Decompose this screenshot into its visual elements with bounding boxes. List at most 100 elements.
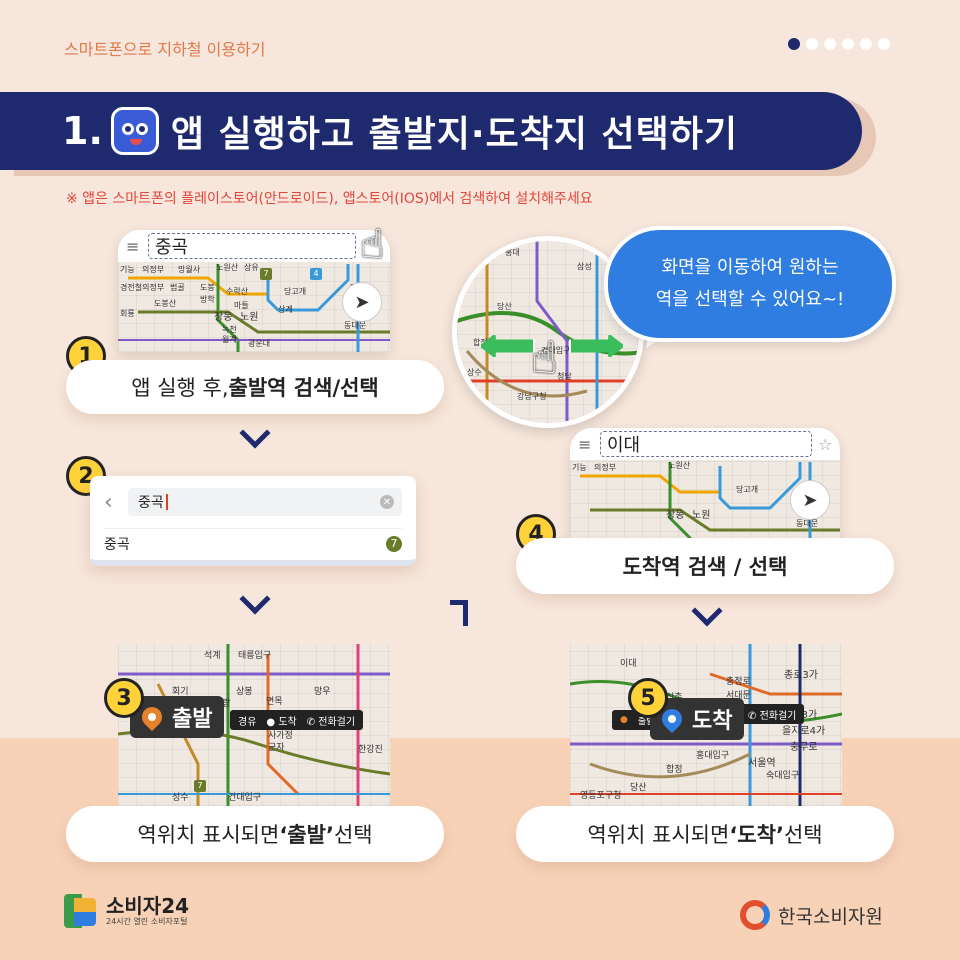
map-label: 창동 bbox=[666, 510, 685, 521]
logo-name: 한국소비자원 bbox=[778, 905, 883, 928]
map-label: 을지로4가 bbox=[782, 726, 826, 737]
station-info-bar: ✆ 전화걸기 bbox=[740, 704, 805, 724]
kca-logo: 한국소비자원 bbox=[740, 900, 883, 930]
search-input[interactable]: 중곡 ✕ bbox=[128, 488, 402, 516]
subway-lines bbox=[457, 241, 639, 423]
search-bar: ≡ 중곡 bbox=[118, 230, 390, 262]
caption-text: 앱 실행 후, bbox=[131, 376, 229, 400]
pin-icon bbox=[137, 702, 167, 732]
step5-caption: 역위치 표시되면 ‘도착’ 선택 bbox=[516, 806, 894, 862]
map-label: 합정 bbox=[473, 338, 488, 347]
map-label: 상계 bbox=[278, 305, 293, 314]
step-number: 1. bbox=[62, 109, 103, 153]
locate-icon[interactable]: ➤ bbox=[342, 282, 382, 322]
map-label: 기능 bbox=[120, 265, 135, 274]
map-label: 창동 bbox=[214, 312, 233, 323]
map-label: 서대문 bbox=[726, 691, 751, 701]
line-badge: 7 bbox=[260, 268, 272, 280]
map-label: 석계 bbox=[204, 651, 221, 661]
map-label: 당산 bbox=[497, 302, 512, 311]
arrive-button[interactable]: ● 도착 bbox=[266, 716, 297, 728]
menu-icon[interactable]: ≡ bbox=[126, 236, 140, 256]
page-indicator bbox=[788, 38, 890, 50]
menu-icon[interactable]: ≡ bbox=[578, 434, 592, 454]
search-value: 이대 bbox=[607, 435, 641, 456]
map-label: 동대문 bbox=[344, 321, 367, 330]
map-label: 숙대입구 bbox=[766, 771, 800, 781]
page-dot bbox=[806, 38, 818, 50]
locate-icon[interactable]: ➤ bbox=[790, 480, 830, 520]
depart-button[interactable]: 출발 bbox=[130, 696, 225, 738]
map-label: 상유 bbox=[244, 263, 259, 272]
clear-icon[interactable]: ✕ bbox=[380, 495, 394, 509]
step4-phone-screen: 기능 의정부 노원산 창동 노원 당고개 동대문 ≡ 이대 ☆ ➤ bbox=[570, 428, 840, 546]
map-label: 합정 bbox=[666, 765, 683, 775]
search-value: 중곡 bbox=[138, 495, 164, 511]
map-label: 노원산 bbox=[668, 461, 691, 470]
map-label: 면목 bbox=[266, 697, 283, 707]
caption-bold-text: 출발역 검색/선택 bbox=[228, 376, 379, 400]
search-result-card: ‹ 중곡 ✕ 중곡 7 bbox=[90, 476, 416, 566]
consumer24-logo-icon bbox=[64, 894, 98, 928]
map-label: 수락산 bbox=[226, 287, 249, 296]
step-badge-5: 5 bbox=[628, 678, 668, 718]
map-label: 건대입구 bbox=[541, 346, 571, 355]
map-label: 회기 bbox=[172, 687, 189, 697]
chevron-down-icon bbox=[239, 583, 271, 615]
map-label: 방학 bbox=[200, 295, 215, 304]
map-label: 당산 bbox=[630, 783, 647, 793]
search-result-item[interactable]: 중곡 7 bbox=[104, 528, 402, 558]
station-info-bar: 경유 ● 도착 ✆ 전화걸기 bbox=[230, 710, 364, 730]
page-dot bbox=[878, 38, 890, 50]
page-dot bbox=[842, 38, 854, 50]
page-dot bbox=[860, 38, 872, 50]
consumer24-logo: 소비자24 24시간 열린 소비자포털 bbox=[64, 894, 189, 928]
call-button[interactable]: ✆ 전화걸기 bbox=[306, 716, 356, 728]
arrive-label: 도착 bbox=[692, 709, 733, 734]
caption-bold-text: ‘출발’ bbox=[279, 823, 334, 847]
caption-text: 역위치 표시되면 bbox=[587, 823, 730, 847]
page-dot bbox=[824, 38, 836, 50]
back-icon[interactable]: ‹ bbox=[104, 489, 113, 515]
text-cursor bbox=[165, 494, 168, 510]
map-label: 당고개 bbox=[284, 287, 307, 296]
map-label: 망우 bbox=[314, 687, 331, 697]
search-input[interactable]: 중곡 bbox=[148, 233, 356, 259]
map-label: 기능 bbox=[572, 463, 587, 472]
connector-arrow bbox=[450, 600, 468, 626]
logo-name: 소비자24 bbox=[106, 893, 190, 918]
map-label: 회룡 bbox=[120, 309, 135, 318]
caption-text: 역위치 표시되면 bbox=[137, 823, 280, 847]
search-input[interactable]: 이대 bbox=[600, 431, 812, 457]
step5-map[interactable]: 신촌 이대 아현 충정로 서대문 종로3가 을지로3가 을지로4가 충무로 서울… bbox=[570, 644, 842, 806]
bubble-text: 역을 선택할 수 있어요~! bbox=[655, 289, 845, 310]
step3-caption: 역위치 표시되면 ‘출발’ 선택 bbox=[66, 806, 444, 862]
map-label: 성수 bbox=[172, 793, 189, 803]
step1-phone-screen: 기능 의정부 망월사 노원산 상유 경전철의정부 범골 도봉 수락산 방학 도봉… bbox=[118, 230, 390, 352]
line-badge: 7 bbox=[386, 535, 402, 552]
caption-bold-text: ‘도착’ bbox=[729, 823, 784, 847]
map-label: 의정부 bbox=[142, 265, 165, 274]
hint-bubble: 화면을 이동하여 원하는 역을 선택할 수 있어요~! bbox=[604, 226, 896, 342]
map-label: 건대입구 bbox=[228, 793, 262, 803]
map-label: 경전철의정부 bbox=[120, 283, 165, 292]
bubble-text: 화면을 이동하여 원하는 bbox=[661, 257, 839, 278]
result-label: 중곡 bbox=[104, 536, 130, 553]
map-label: 마들 bbox=[234, 301, 249, 310]
map-label: 서울역 bbox=[748, 758, 776, 769]
search-bar: ≡ 이대 ☆ bbox=[570, 428, 840, 460]
step4-caption: 도착역 검색 / 선택 bbox=[516, 538, 894, 594]
map-label: 종로3가 bbox=[784, 670, 818, 681]
map-label: 상수 bbox=[467, 368, 482, 377]
map-label: 청담 bbox=[557, 372, 572, 381]
map-label: 노원산 bbox=[216, 263, 239, 272]
map-label: 도봉 bbox=[200, 283, 215, 292]
call-button[interactable]: ✆ 전화걸기 bbox=[748, 710, 797, 722]
caption-text: 선택 bbox=[783, 823, 823, 847]
star-icon[interactable]: ☆ bbox=[818, 434, 833, 454]
page-dot-active bbox=[788, 38, 800, 50]
map-label: 삼성 bbox=[577, 262, 592, 271]
map-label: 동대문 bbox=[796, 519, 819, 528]
via-button[interactable]: 경유 bbox=[238, 716, 257, 728]
install-note: ※ 앱은 스마트폰의 플레이스토어(안드로이드), 앱스토어(IOS)에서 검색… bbox=[66, 191, 593, 207]
